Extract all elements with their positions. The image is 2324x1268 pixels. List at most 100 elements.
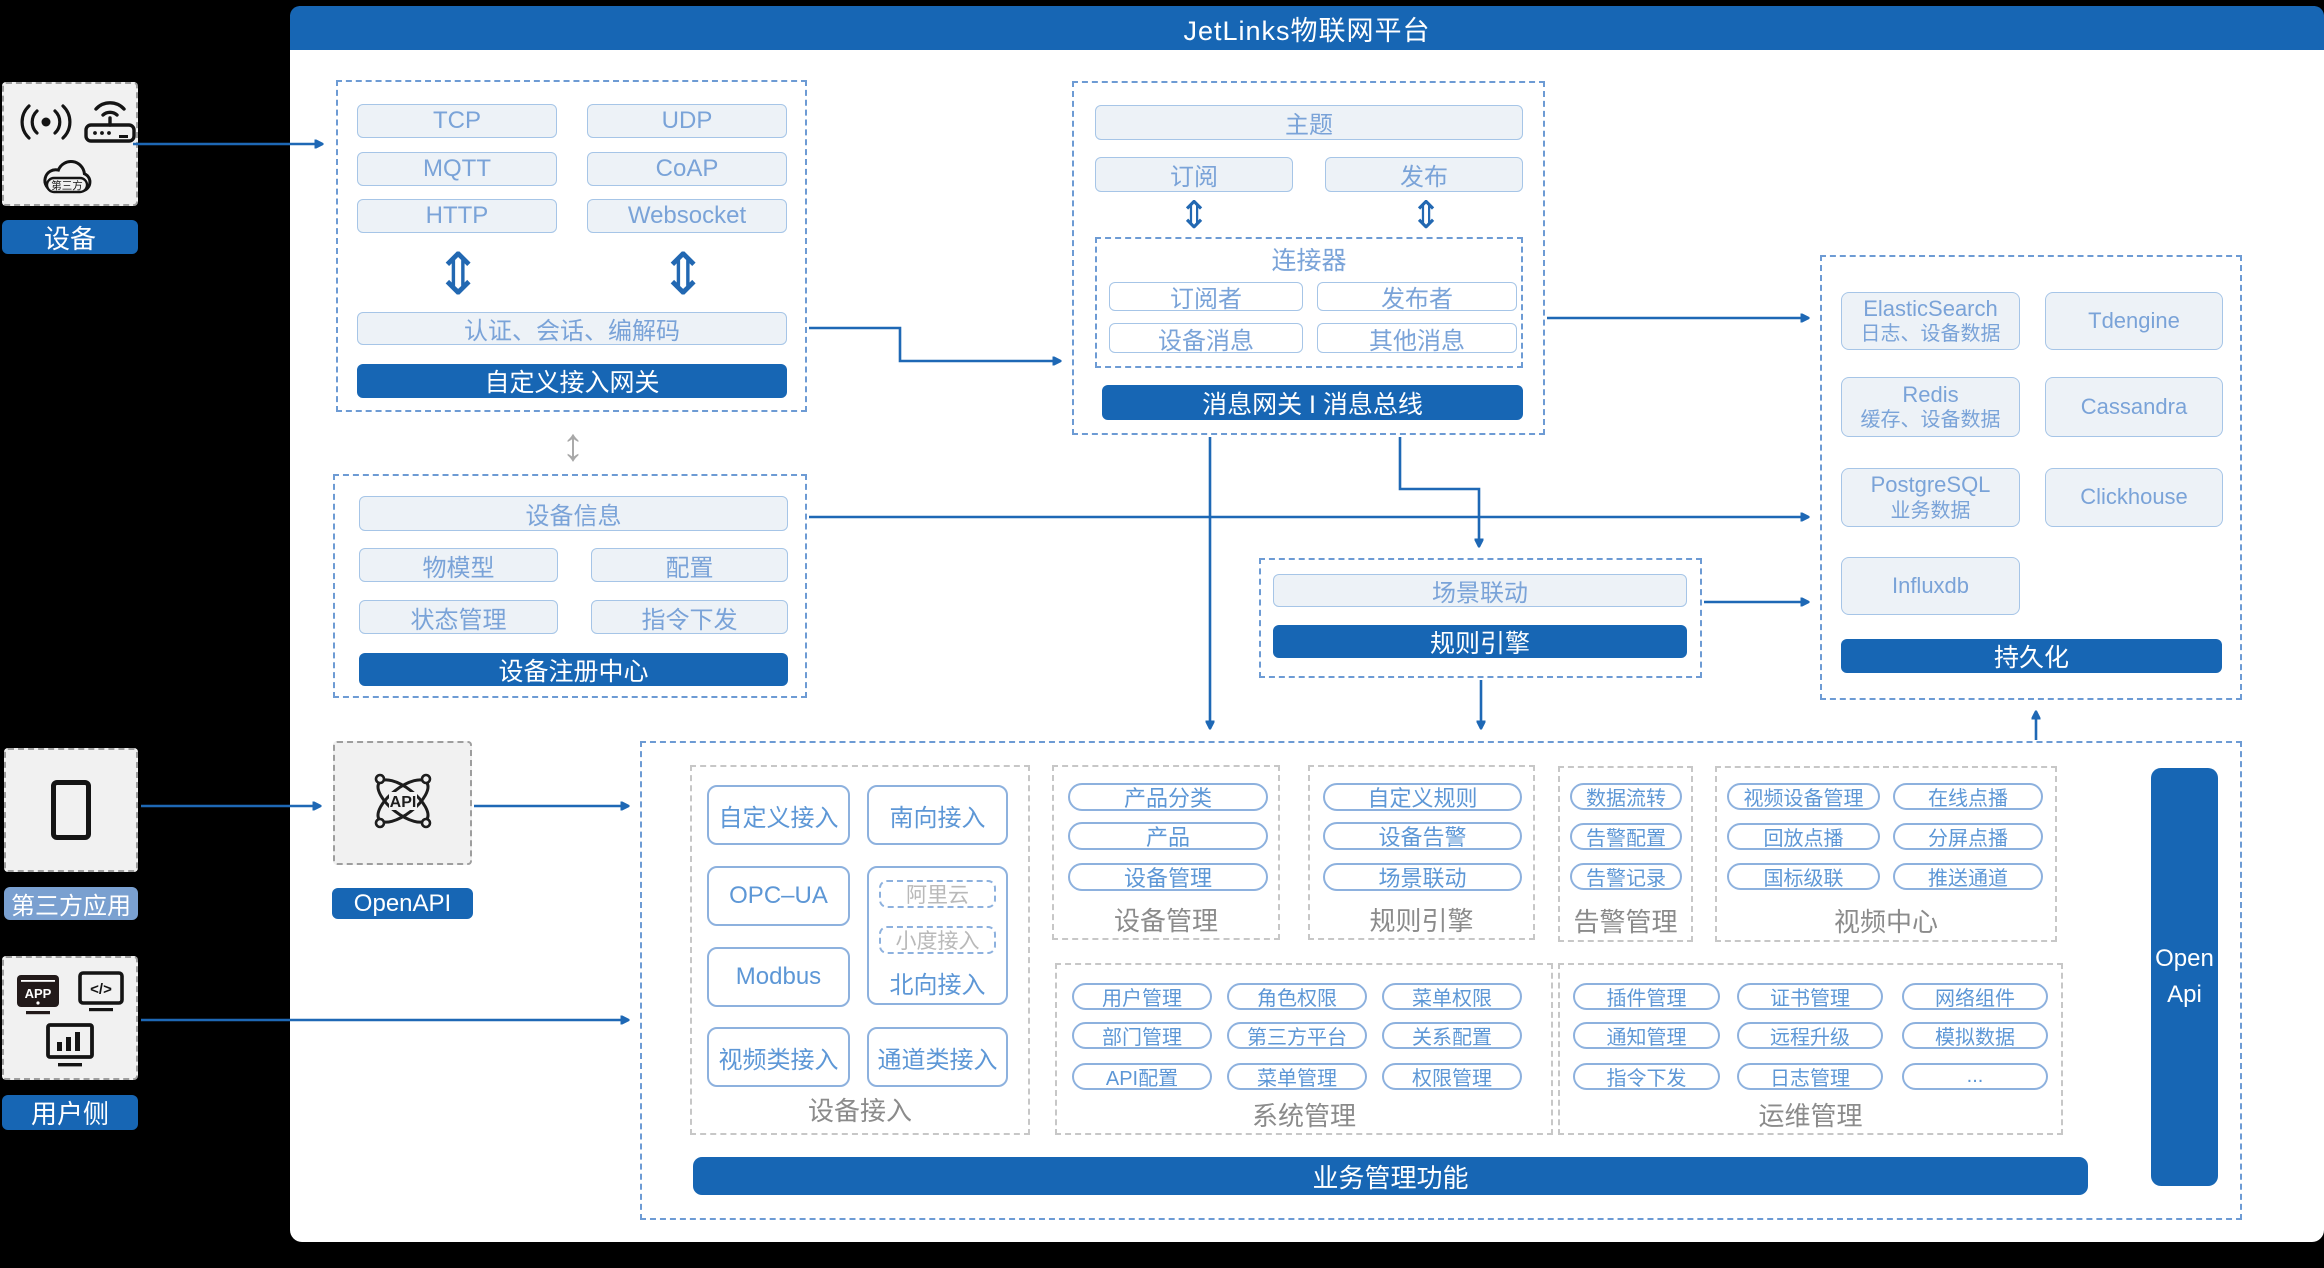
access-video: 视频类接入 <box>707 1027 850 1087</box>
subscribe-box: 订阅 <box>1095 157 1293 192</box>
app-icon-text: APP <box>25 986 52 1001</box>
vc-push-channel: 推送通道 <box>1893 863 2043 890</box>
openapi-label: OpenAPI <box>332 888 473 919</box>
registry-device-info: 设备信息 <box>359 496 788 531</box>
gateway-footer-bar: 自定义接入网关 <box>357 364 787 398</box>
connector-subscriber: 订阅者 <box>1109 282 1303 313</box>
access-opcua: OPC–UA <box>707 866 850 926</box>
message-hub-box <box>1072 81 1545 435</box>
ops-command: 指令下发 <box>1573 1063 1720 1090</box>
vc-device-mgmt: 视频设备管理 <box>1727 783 1880 810</box>
re-custom-rule: 自定义规则 <box>1323 783 1522 811</box>
business-footer-bar: 业务管理功能 <box>693 1157 2088 1195</box>
scene-rule-box <box>1259 558 1702 678</box>
system-mgmt-box <box>1055 963 1553 1135</box>
access-xiaodu: 小度接入 <box>879 926 996 954</box>
db-name: Cassandra <box>2080 393 2188 419</box>
registry-status-mgmt: 状态管理 <box>359 600 558 634</box>
connector-other-message: 其他消息 <box>1317 323 1517 355</box>
publish-box: 发布 <box>1325 157 1523 192</box>
wifi-signal-icon <box>16 100 76 149</box>
connector-publisher: 发布者 <box>1317 282 1517 313</box>
gateway-box <box>336 80 807 412</box>
sys-perm-mgmt: 权限管理 <box>1382 1063 1522 1090</box>
access-aliyun: 阿里云 <box>879 880 996 908</box>
db-elasticsearch: ElasticSearch 日志、设备数据 <box>1841 292 2020 350</box>
persistence-footer-bar: 持久化 <box>1841 639 2222 673</box>
rail-label-user: 用户侧 <box>2 1095 138 1130</box>
ops-more: ... <box>1902 1063 2048 1090</box>
code-icon: </> <box>76 970 126 1019</box>
ops-mgmt-box <box>1558 963 2063 1135</box>
connector-device-message: 设备消息 <box>1109 323 1303 355</box>
access-modbus: Modbus <box>707 947 850 1007</box>
protocol-http: HTTP <box>357 199 557 233</box>
scene-linkage-box: 场景联动 <box>1273 574 1687 607</box>
video-center-box <box>1715 766 2057 942</box>
access-channel: 通道类接入 <box>867 1027 1008 1087</box>
db-cassandra: Cassandra <box>2045 377 2223 437</box>
ops-plugin: 插件管理 <box>1573 983 1720 1010</box>
ops-cert: 证书管理 <box>1737 983 1883 1010</box>
vc-split-screen: 分屏点播 <box>1893 823 2043 850</box>
api-icon-text: API <box>389 794 416 811</box>
rule-engine-bar: 规则引擎 <box>1273 625 1687 658</box>
sys-menu-mgmt: 菜单管理 <box>1227 1063 1367 1090</box>
registry-footer-bar: 设备注册中心 <box>359 653 788 686</box>
sys-relation: 关系配置 <box>1382 1022 1522 1049</box>
mobile-icon <box>51 780 91 840</box>
gateway-auth-bar: 认证、会话、编解码 <box>357 312 787 345</box>
third-party-cloud-icon: 第三方 <box>34 152 100 205</box>
open-api-line1: Open <box>2155 945 2214 972</box>
registry-thing-model: 物模型 <box>359 548 558 582</box>
dm-product-category: 产品分类 <box>1068 783 1268 811</box>
access-southbound: 南向接入 <box>867 785 1008 845</box>
rule-engine-label: 规则引擎 <box>1369 905 1474 936</box>
alarm-mgmt-label: 告警管理 <box>1573 906 1678 937</box>
rail-label-device: 设备 <box>2 220 138 254</box>
double-arrow-icon: ⇕ <box>1410 194 1442 237</box>
cloud-text: 第三方 <box>51 179 83 192</box>
db-name: Clickhouse <box>2080 484 2188 510</box>
device-mgmt-label: 设备管理 <box>1113 905 1218 936</box>
sys-third-party: 第三方平台 <box>1227 1022 1367 1049</box>
router-icon <box>82 94 138 151</box>
rule-engine-box <box>1308 765 1535 940</box>
user-side-box: APP </> <box>2 956 138 1080</box>
registry-config: 配置 <box>591 548 788 582</box>
db-redis: Redis 缓存、设备数据 <box>1841 377 2020 437</box>
arrow-gateway-to-messagehub <box>809 326 1060 361</box>
re-scene-linkage: 场景联动 <box>1323 863 1522 891</box>
sys-api-config: API配置 <box>1072 1063 1212 1090</box>
double-arrow-icon: ⇕ <box>658 242 708 307</box>
sys-menu-perm: 菜单权限 <box>1382 983 1522 1010</box>
ops-mgmt-label: 运维管理 <box>1758 1100 1863 1131</box>
sys-user: 用户管理 <box>1072 983 1212 1010</box>
message-hub-footer-bar: 消息网关 I 消息总线 <box>1102 385 1523 420</box>
protocol-websocket: Websocket <box>587 199 787 233</box>
db-name: ElasticSearch <box>1863 295 1998 321</box>
dm-device-mgmt: 设备管理 <box>1068 863 1268 891</box>
db-postgresql: PostgreSQL 业务数据 <box>1841 468 2020 527</box>
double-arrow-icon: ⇕ <box>433 242 483 307</box>
double-arrow-icon: ↕ <box>561 418 585 470</box>
alarm-mgmt-box <box>1558 766 1693 942</box>
protocol-tcp: TCP <box>357 104 557 138</box>
access-northbound-label: 北向接入 <box>889 971 986 999</box>
double-arrow-icon: ⇕ <box>1178 194 1210 237</box>
device-mgmt-box <box>1052 765 1280 940</box>
protocol-udp: UDP <box>587 104 787 138</box>
access-custom: 自定义接入 <box>707 785 850 845</box>
db-name: Redis <box>1902 381 1959 407</box>
db-name: Influxdb <box>1891 572 1970 598</box>
ops-notify: 通知管理 <box>1573 1022 1720 1049</box>
page-title: JetLinks物联网平台 <box>290 6 2324 50</box>
db-name: Tdengine <box>2088 307 2180 333</box>
db-sub: 缓存、设备数据 <box>1860 409 2001 432</box>
sys-dept: 部门管理 <box>1072 1022 1212 1049</box>
system-mgmt-label: 系统管理 <box>1251 1100 1356 1131</box>
connector-title: 连接器 <box>1271 247 1347 275</box>
db-sub: 业务数据 <box>1890 499 1971 522</box>
persistence-box <box>1820 255 2242 700</box>
